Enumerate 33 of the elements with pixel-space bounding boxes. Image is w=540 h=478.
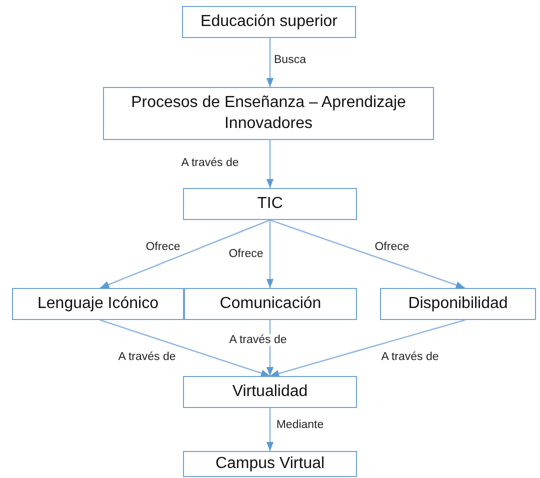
edge-label: A través de (116, 351, 178, 363)
edge-label: Ofrece (226, 248, 266, 260)
edge-label: A través de (179, 157, 241, 169)
process-box (184, 288, 357, 320)
arrow (266, 408, 274, 451)
box-label: Educación superior (200, 12, 338, 32)
process-box (12, 288, 184, 320)
arrow (266, 140, 274, 188)
box-label: Disponibilidad (408, 294, 508, 314)
edge-label: Ofrece (372, 241, 412, 253)
arrow (270, 319, 466, 377)
arrow (270, 219, 466, 289)
process-box (183, 376, 357, 408)
edge-label: Ofrece (144, 241, 182, 253)
box-label: Lenguaje Icónico (38, 294, 158, 314)
process-box (103, 87, 434, 140)
edge-label: Busca (272, 54, 308, 66)
box-label: Comunicación (220, 294, 322, 314)
arrow (100, 319, 270, 377)
box-label: Campus Virtual (215, 454, 325, 474)
box-label: TIC (257, 194, 283, 214)
arrow (100, 219, 270, 289)
process-box (380, 288, 536, 320)
box-label: Virtualidad (232, 382, 308, 402)
process-box (182, 6, 356, 38)
process-box (183, 451, 357, 477)
edge-label: A través de (379, 351, 441, 363)
arrow (266, 220, 274, 288)
process-box (183, 188, 357, 220)
box-label: Procesos de Enseñanza – Aprendizaje Innovadores (130, 92, 407, 134)
edge-label: Mediante (274, 419, 326, 431)
edge-label: A través de (227, 334, 289, 346)
arrow (266, 38, 274, 87)
